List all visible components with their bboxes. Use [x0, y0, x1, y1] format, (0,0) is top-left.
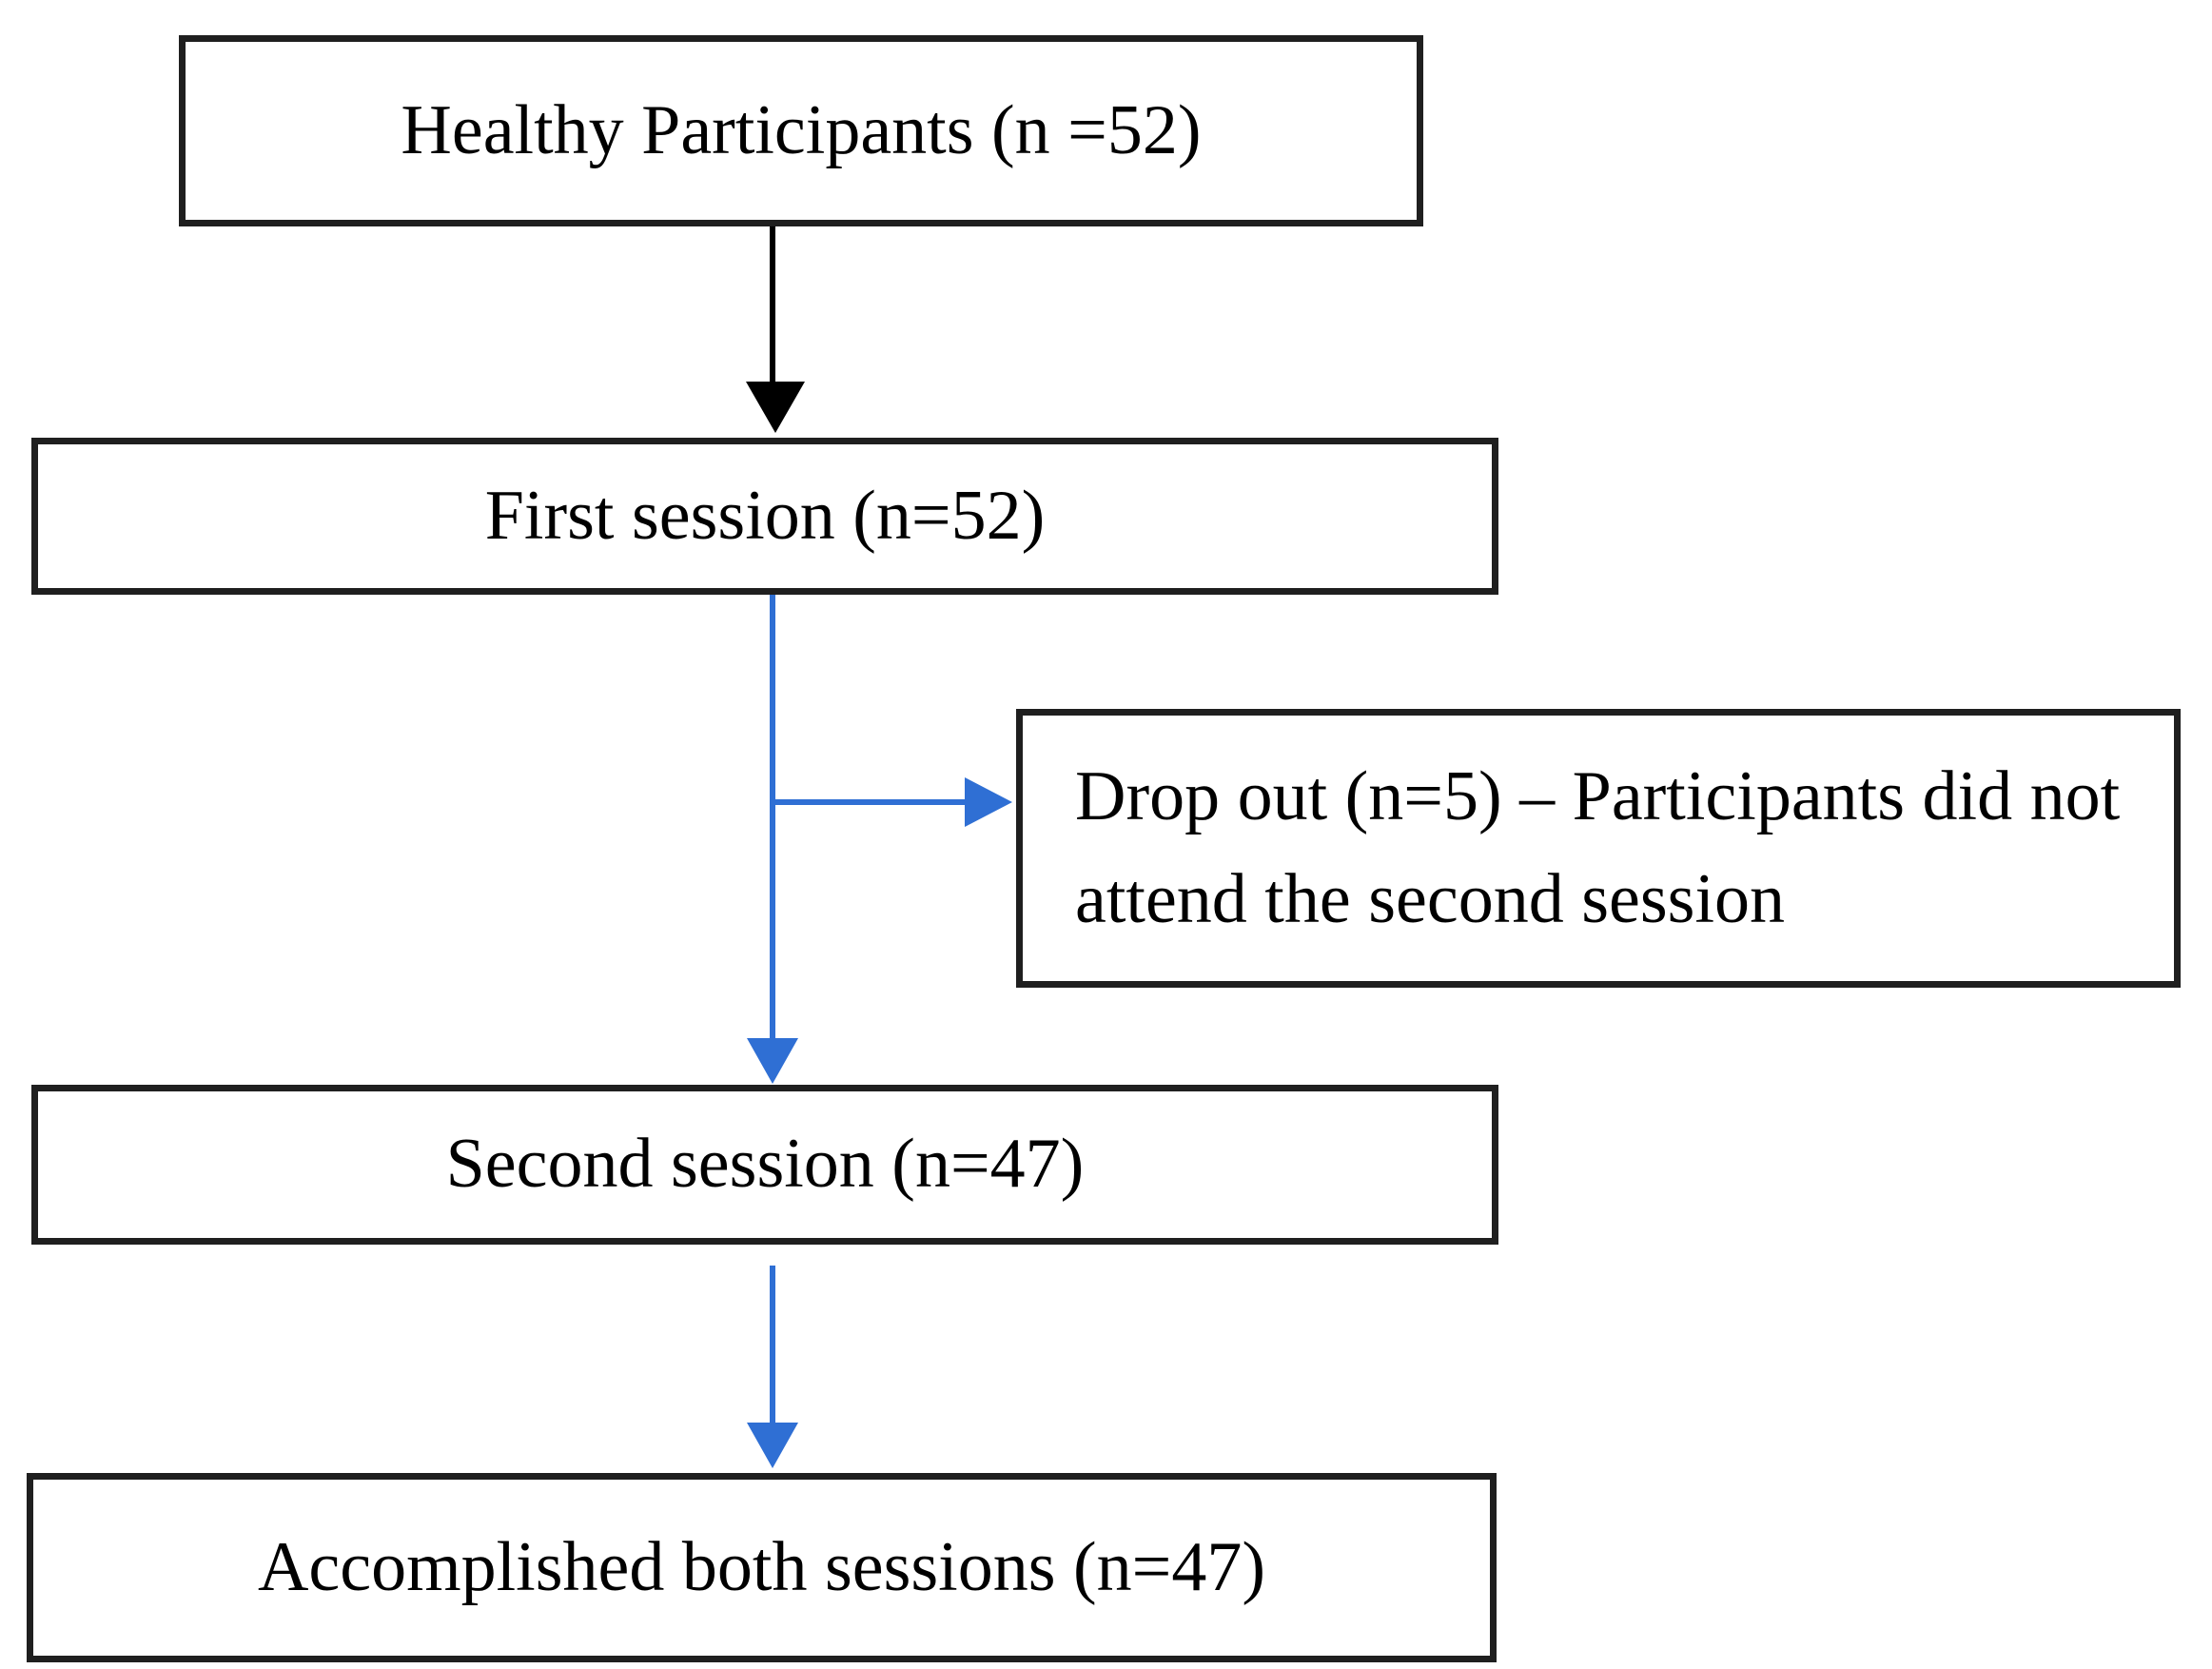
node-healthy-participants-label: Healthy Participants (n =52) — [401, 90, 1202, 169]
arrow-down-black-icon — [746, 382, 805, 433]
node-accomplished-both-sessions-label: Accomplished both sessions (n=47) — [257, 1527, 1266, 1606]
connector-second-to-accomplished-line — [770, 1266, 775, 1424]
arrow-down-blue-icon — [747, 1038, 798, 1084]
node-first-session: First session (n=52) — [31, 438, 1498, 595]
node-accomplished-both-sessions: Accomplished both sessions (n=47) — [27, 1473, 1497, 1662]
node-first-session-label: First session (n=52) — [484, 476, 1046, 555]
connector-branch-to-dropout-line — [770, 799, 966, 805]
node-second-session: Second session (n=47) — [31, 1085, 1498, 1245]
arrow-right-blue-icon — [965, 777, 1012, 827]
node-healthy-participants: Healthy Participants (n =52) — [179, 35, 1423, 226]
node-drop-out-label: Drop out (n=5) – Participants did not at… — [1075, 757, 2121, 938]
arrow-down-blue-icon — [747, 1423, 798, 1468]
node-drop-out: Drop out (n=5) – Participants did not at… — [1016, 709, 2181, 988]
node-second-session-label: Second session (n=47) — [445, 1125, 1085, 1204]
connector-first-to-second-line — [770, 595, 775, 1040]
connector-healthy-to-first-line — [770, 226, 775, 383]
